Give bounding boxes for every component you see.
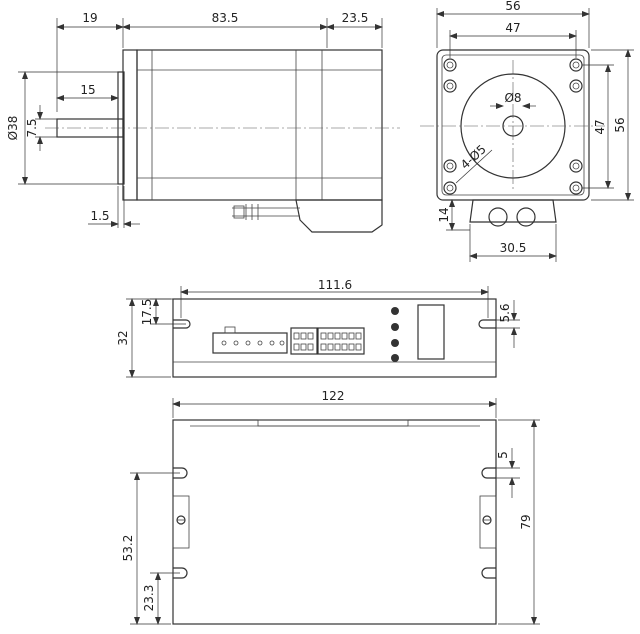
dim-front-width: 56 [505,0,520,13]
driver-top-slot-br [481,567,496,579]
dim-shaft-diameter: Ø8 [504,91,521,105]
motor-front-view: 56 47 Ø8 4-Ø5 47 56 14 30.5 [420,0,634,262]
dim-connector-height: 14 [437,207,451,222]
driver-leds [391,307,399,362]
dim-hole-spacing-v: 47 [593,119,607,134]
dim-pilot-diameter: Ø38 [6,116,20,141]
motor-side-view: 19 83.5 23.5 15 Ø38 7.5 1.5 [6,11,400,233]
dim-hole-spacing: 53.2 [121,535,135,562]
driver-signal-terminal-b [317,327,365,355]
dim-hole-offset: 23.3 [142,585,156,612]
motor-front-connector [469,199,557,223]
dim-shaft-length: 19 [82,11,97,25]
driver-signal-terminal-a [290,327,318,355]
dim-driver-side-length: 111.6 [318,278,352,292]
driver-top-body [172,419,497,625]
driver-display [417,304,445,360]
dim-rear-length: 23.5 [342,11,369,25]
dim-flange-thickness: 1.5 [90,209,109,223]
dim-hole-spacing-h: 47 [505,21,520,35]
motor-connector-block [295,199,383,233]
dim-slot-width: 5.6 [498,303,512,322]
dim-front-height: 56 [613,117,627,132]
dim-driver-side-height: 32 [116,330,130,345]
dim-flat-depth: 7.5 [25,118,39,137]
motor-cable [232,207,300,217]
motor-flange [122,49,138,201]
driver-side-slot-left [173,319,191,329]
dim-slot-offset: 17.5 [140,299,154,326]
driver-side-body [172,298,497,378]
driver-top-view: 122 5 79 53.2 23.3 [121,389,540,625]
driver-side-view: 111.6 17.5 32 5.6 [116,278,520,378]
driver-power-connector [212,332,288,354]
motor-body [136,49,383,201]
driver-top-slot-tl [173,467,188,479]
driver-side-slot-right [478,319,496,329]
driver-top-slot-tr [481,467,496,479]
dim-body-length: 83.5 [212,11,239,25]
dim-driver-top-width: 79 [519,514,533,529]
dim-flat-length: 15 [80,83,95,97]
dim-top-slot: 5 [496,451,510,459]
dim-driver-top-length: 122 [322,389,345,403]
driver-top-slot-bl [173,567,188,579]
dim-connector-width: 30.5 [500,241,527,255]
